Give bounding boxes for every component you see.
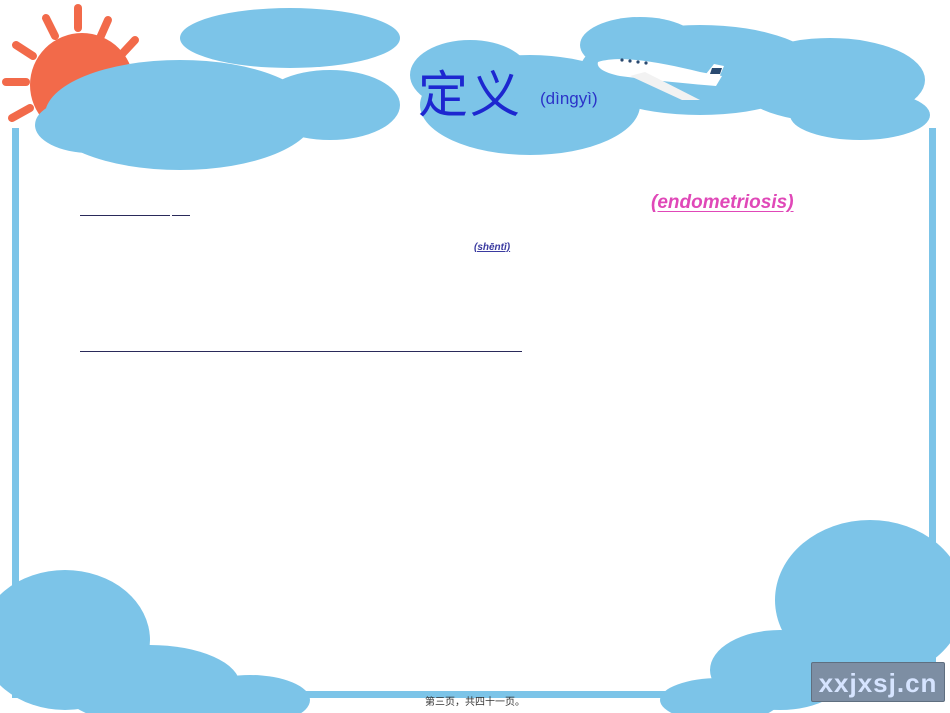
underline-rule <box>80 215 170 216</box>
underline-rule <box>80 351 522 352</box>
term-en: (endometriosis) <box>651 192 794 213</box>
page-footer: 第三页，共四十一页。 <box>0 693 950 708</box>
airplane-icon <box>597 58 724 100</box>
underline-rule <box>172 215 190 216</box>
page-number-text: 第三页，共四十一页。 <box>425 697 525 708</box>
top-clouds <box>35 8 930 170</box>
bottom-clouds <box>0 520 950 713</box>
watermark-logo: xxjxsj.cn <box>811 662 945 702</box>
definition-line-1: (endometriosis) <box>80 192 840 220</box>
page-title: 定义 <box>418 66 522 124</box>
pinyin-annotation: (shēntǐ) <box>474 242 511 253</box>
title-pinyin: (dìngyì) <box>540 89 598 108</box>
sun-icon <box>2 4 139 122</box>
content-frame <box>12 128 936 698</box>
